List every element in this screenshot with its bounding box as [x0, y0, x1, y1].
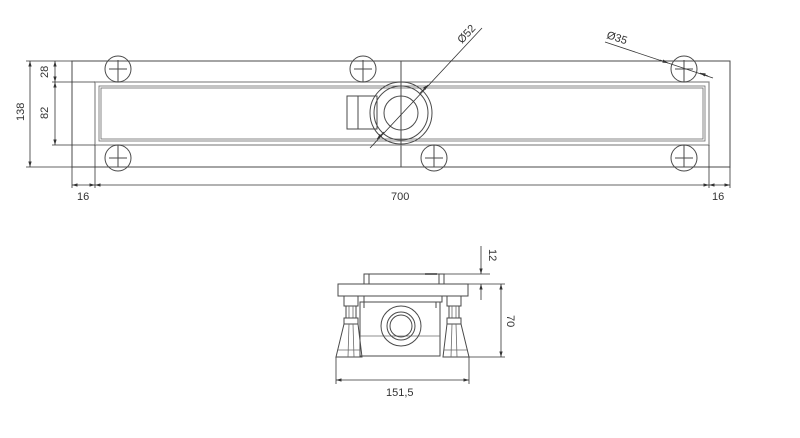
mounting-hole-icon: [670, 55, 698, 83]
hole-diameter-leader: [604, 41, 714, 79]
grate-height-label: 12: [486, 249, 498, 261]
width-label: 151,5: [386, 387, 414, 399]
mounting-hole-icon: [104, 55, 132, 83]
right-margin-label: 16: [712, 191, 724, 203]
outlet: [346, 81, 433, 145]
channel-inner-2: [100, 87, 704, 140]
total-height-label: 138: [15, 103, 27, 121]
top-view: Ø52 Ø35 138 28 82 16 700 16: [15, 23, 731, 203]
channel-width-label: 82: [39, 107, 51, 119]
outlet-diameter-label: Ø52: [455, 23, 478, 46]
mounting-hole-icon: [670, 144, 698, 172]
side-view: 12 70 151,5: [335, 246, 516, 399]
mounting-hole-icon: [349, 55, 377, 83]
mounting-hole-icon: [104, 144, 132, 172]
length-label: 700: [391, 191, 409, 203]
mounting-hole-icon: [420, 144, 448, 172]
total-height-label: 70: [504, 315, 516, 327]
edge-to-channel-label: 28: [39, 66, 51, 78]
left-margin-label: 16: [77, 191, 89, 203]
hole-diameter-label: Ø35: [605, 29, 628, 47]
